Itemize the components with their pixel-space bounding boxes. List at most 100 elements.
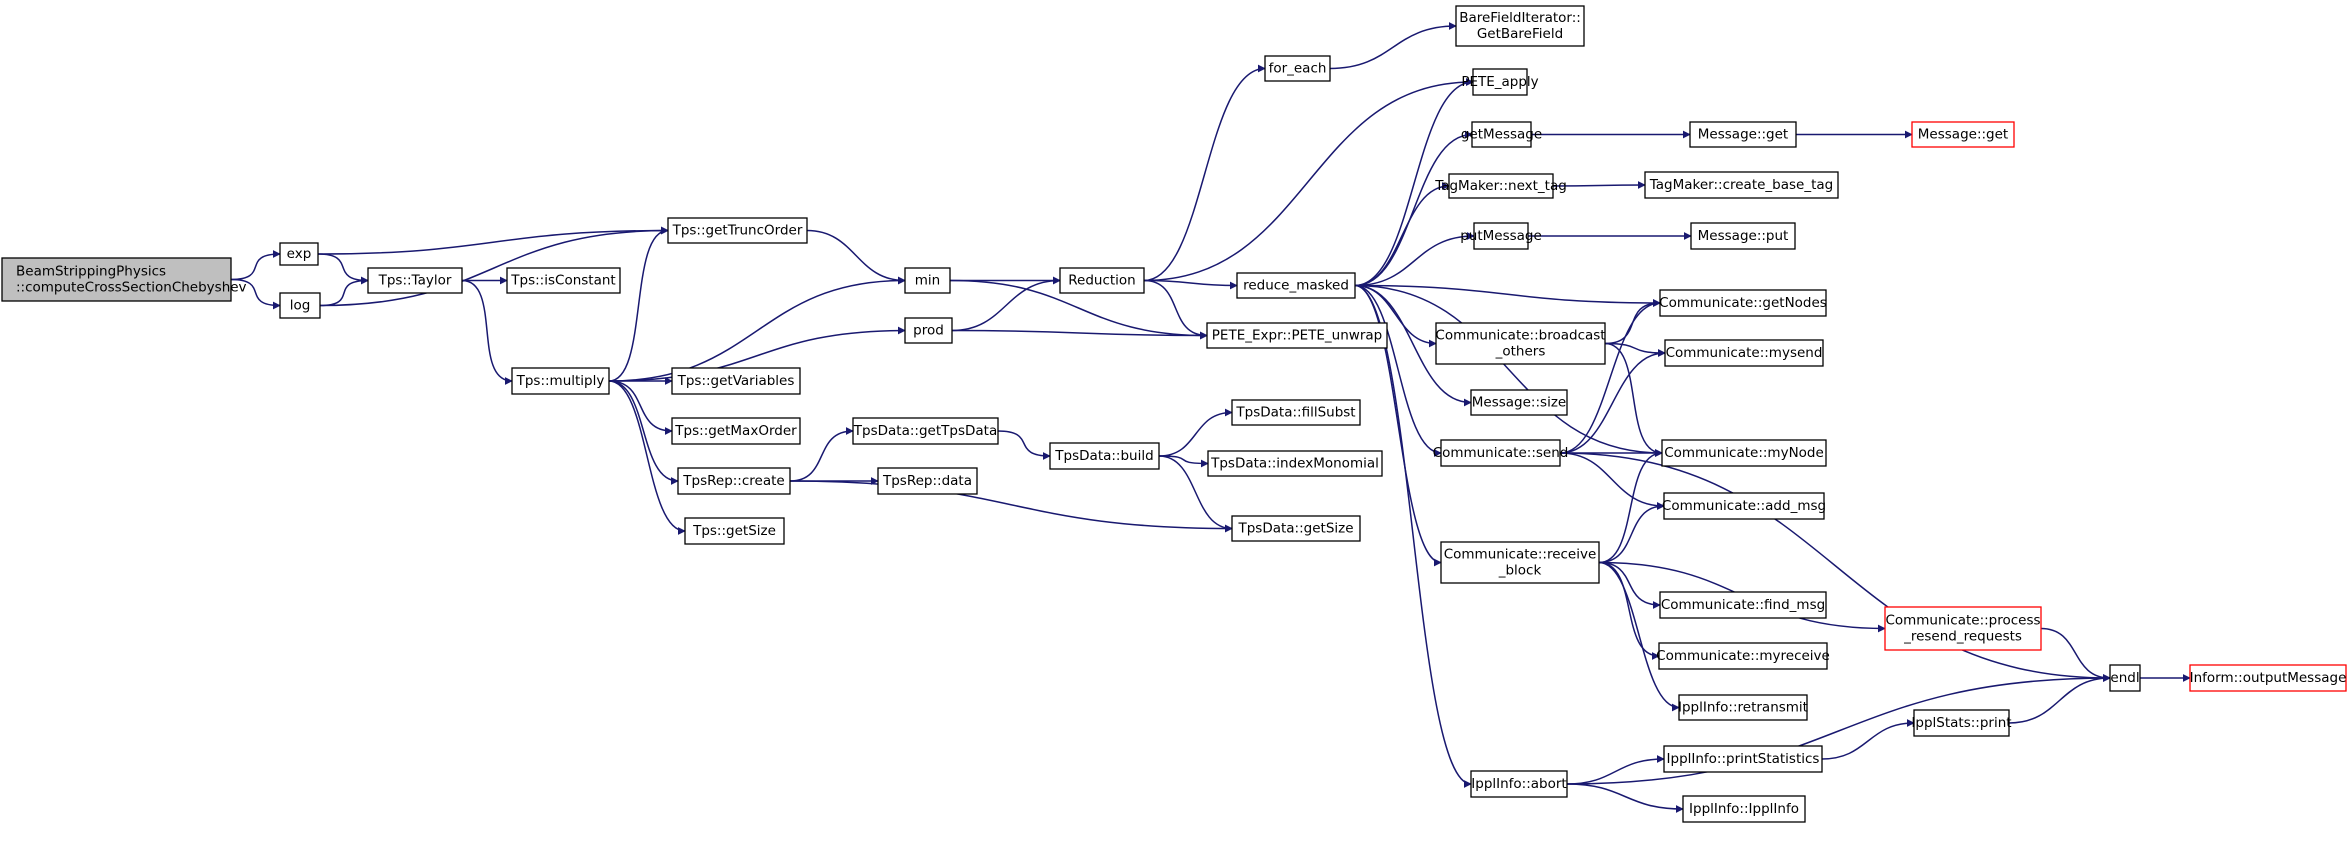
node-tagmaker_next_tag[interactable]: TagMaker::next_tag xyxy=(1434,173,1567,199)
node-comm_myreceive[interactable]: Communicate::myreceive xyxy=(1656,642,1830,670)
node-label: Communicate::send xyxy=(1433,445,1569,461)
node-ipplinfo_abort[interactable]: IpplInfo::abort xyxy=(1470,770,1568,798)
node-for_each[interactable]: for_each xyxy=(1264,55,1331,82)
node-reduce_masked[interactable]: reduce_masked xyxy=(1236,272,1356,299)
node-comm_send[interactable]: Communicate::send xyxy=(1433,439,1569,467)
node-box xyxy=(1059,267,1145,294)
edge-prod-to-pete_expr_unwrap xyxy=(951,329,1208,340)
node-label: Communicate::mysend xyxy=(1666,345,1823,361)
node-inform_outputmessage[interactable]: Inform::outputMessage xyxy=(2189,664,2347,692)
node-prod[interactable]: prod xyxy=(904,317,953,344)
edge-tps_multiply-to-tpsrep_create xyxy=(608,380,679,485)
node-tpsdata_gettpsdata[interactable]: TpsData::getTpsData xyxy=(852,417,999,445)
node-label: TpsRep::data xyxy=(882,473,972,489)
node-tps_multiply[interactable]: Tps::multiply xyxy=(511,367,610,395)
node-label: TpsData::getSize xyxy=(1237,521,1353,537)
node-label: Tps::getVariables xyxy=(677,373,795,389)
node-label: Communicate::myreceive xyxy=(1656,648,1830,664)
node-reduction[interactable]: Reduction xyxy=(1059,267,1145,294)
node-message_put[interactable]: Message::put xyxy=(1690,222,1796,250)
edges-layer xyxy=(230,22,2191,813)
node-label: Message::get xyxy=(1698,127,1788,143)
node-box xyxy=(852,417,999,445)
node-label: Communicate::process xyxy=(1885,613,2040,629)
edge-log-to-tps_gettruncorder xyxy=(319,226,669,307)
node-tps_getsize[interactable]: Tps::getSize xyxy=(684,517,785,545)
node-label: Tps::multiply xyxy=(516,373,605,389)
node-tps_getmaxorder[interactable]: Tps::getMaxOrder xyxy=(671,417,801,445)
node-label: Message::size xyxy=(1472,395,1566,411)
edge-comm_receive_block-to-comm_myreceive xyxy=(1598,561,1660,660)
node-box xyxy=(1911,121,2015,148)
node-box xyxy=(506,267,621,294)
node-ipplinfo_ipplinfo[interactable]: IpplInfo::IpplInfo xyxy=(1682,795,1806,823)
node-tps_isconstant[interactable]: Tps::isConstant xyxy=(506,267,621,294)
node-label: min xyxy=(915,273,940,289)
node-tps_gettruncorder[interactable]: Tps::getTruncOrder xyxy=(667,217,808,244)
edge-min-to-pete_expr_unwrap xyxy=(949,279,1208,340)
node-box xyxy=(1455,5,1585,47)
node-message_size[interactable]: Message::size xyxy=(1470,389,1568,416)
node-tpsdata_getsize[interactable]: TpsData::getSize xyxy=(1231,515,1361,542)
node-box xyxy=(1049,442,1160,470)
edge-for_each-to-barefielditerator xyxy=(1329,22,1457,70)
edge-tps_multiply-to-tps_getmaxorder xyxy=(608,380,673,435)
node-comm_receive_block[interactable]: Communicate::receive_block xyxy=(1440,541,1600,584)
node-box xyxy=(1884,606,2042,651)
node-tpsdata_indexmonomial[interactable]: TpsData::indexMonomial xyxy=(1207,450,1383,477)
node-pete_apply[interactable]: PETE_apply xyxy=(1461,68,1539,96)
node-label: Tps::getSize xyxy=(692,523,776,539)
node-comm_find_msg[interactable]: Communicate::find_msg xyxy=(1659,591,1827,619)
node-box xyxy=(1231,399,1361,426)
node-label: exp xyxy=(287,246,312,262)
edge-ipplinfo_abort-to-ipplinfo_ipplinfo xyxy=(1566,783,1684,813)
node-tpsdata_build[interactable]: TpsData::build xyxy=(1049,442,1160,470)
node-label: getMessage xyxy=(1461,127,1542,143)
edge-exp-to-tps_gettruncorder xyxy=(317,226,669,255)
node-tpsrep_create[interactable]: TpsRep::create xyxy=(677,467,791,495)
node-tagmaker_create_base_tag[interactable]: TagMaker::create_base_tag xyxy=(1644,171,1839,199)
node-comm_mysend[interactable]: Communicate::mysend xyxy=(1664,339,1824,367)
edge-reduction-to-for_each xyxy=(1143,64,1266,282)
node-pete_expr_unwrap[interactable]: PETE_Expr::PETE_unwrap xyxy=(1206,322,1388,349)
node-label: TagMaker::next_tag xyxy=(1434,178,1567,194)
node-tps_taylor[interactable]: Tps::Taylor xyxy=(367,267,463,294)
node-root[interactable]: BeamStrippingPhysics::computeCrossSectio… xyxy=(1,257,247,302)
edge-exp-to-tps_taylor xyxy=(317,253,369,285)
node-getmessage[interactable]: getMessage xyxy=(1461,121,1542,148)
edge-tpsdata_build-to-tpsdata_getsize xyxy=(1158,455,1233,533)
node-tpsdata_fillsubst[interactable]: TpsData::fillSubst xyxy=(1231,399,1361,426)
node-exp[interactable]: exp xyxy=(279,242,319,266)
node-min[interactable]: min xyxy=(904,267,951,294)
node-comm_broadcast[interactable]: Communicate::broadcast_others xyxy=(1435,322,1606,365)
node-barefielditerator[interactable]: BareFieldIterator::GetBareField xyxy=(1455,5,1585,47)
node-ipplstats_print[interactable]: IpplStats::print xyxy=(1911,709,2012,737)
node-log[interactable]: log xyxy=(279,292,321,319)
node-box xyxy=(1644,171,1839,199)
node-box xyxy=(1689,121,1797,148)
node-comm_getnodes[interactable]: Communicate::getNodes xyxy=(1659,289,1827,317)
edge-ipplinfo_printstatistics-to-ipplstats_print xyxy=(1821,719,1915,760)
node-box xyxy=(671,417,801,445)
node-comm_process_resend[interactable]: Communicate::process_resend_requests xyxy=(1884,606,2042,651)
node-comm_add_msg[interactable]: Communicate::add_msg xyxy=(1662,492,1826,520)
node-box xyxy=(1264,55,1331,82)
node-label: Communicate::broadcast xyxy=(1435,328,1605,344)
edge-prod-to-reduction xyxy=(951,276,1061,332)
node-label: PETE_apply xyxy=(1461,74,1538,90)
node-ipplinfo_printstatistics[interactable]: IpplInfo::printStatistics xyxy=(1663,745,1823,773)
node-ipplinfo_retransmit[interactable]: IpplInfo::retransmit xyxy=(1678,694,1808,721)
node-box xyxy=(511,367,610,395)
node-tps_getvariables[interactable]: Tps::getVariables xyxy=(671,367,801,395)
edge-comm_send-to-comm_getnodes xyxy=(1559,299,1661,454)
node-putmessage[interactable]: putMessage xyxy=(1460,222,1542,250)
node-endl[interactable]: endl xyxy=(2109,664,2141,692)
node-box xyxy=(671,367,801,395)
node-box xyxy=(1236,272,1356,299)
node-tpsrep_data[interactable]: TpsRep::data xyxy=(877,467,978,495)
edge-reduce_masked-to-comm_mynode xyxy=(1354,284,1663,457)
node-message_get_trunc[interactable]: Message::get xyxy=(1911,121,2015,148)
node-comm_mynode[interactable]: Communicate::myNode xyxy=(1661,439,1827,467)
node-message_get[interactable]: Message::get xyxy=(1689,121,1797,148)
edge-tagmaker_next_tag-to-tagmaker_create_base_tag xyxy=(1552,181,1646,190)
